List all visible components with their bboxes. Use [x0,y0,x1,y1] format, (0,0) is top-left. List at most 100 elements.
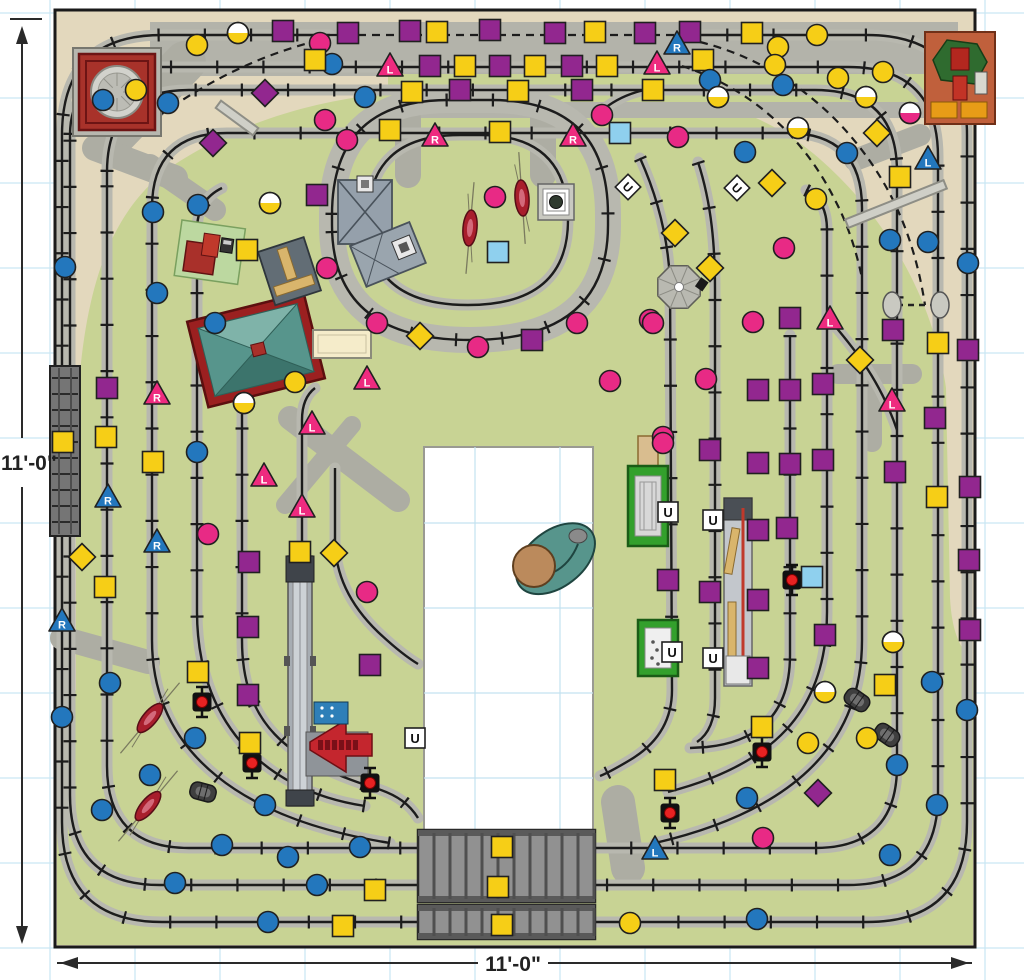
svg-text:R: R [153,393,161,405]
marker-block [695,253,725,283]
marker-block [315,256,339,280]
marker-block [365,311,389,335]
operator-pit [423,446,594,836]
marker-block [920,670,944,694]
marker-block [94,425,118,449]
marker-block [276,845,300,869]
marker-block [750,715,774,739]
marker-block [772,236,796,260]
marker-block [878,843,902,867]
marker-block [958,618,982,642]
marker-block [67,542,97,572]
marker-block [595,54,619,78]
dimension-width-label: 11'-0" [485,953,541,976]
marker-block [786,116,810,140]
marker-block [358,653,382,677]
signal-icon [192,685,212,719]
marker-block [733,140,757,164]
marker-block [811,448,835,472]
signal-icon [660,796,680,830]
svg-text:R: R [153,541,161,553]
marker-block [873,673,897,697]
marker-block [745,907,769,931]
marker-block [854,85,878,109]
marker-block [271,19,295,43]
marker-block [235,238,259,262]
marker-block [486,875,510,899]
marker-block [888,165,912,189]
marker-block [138,763,162,787]
marker-block [336,21,360,45]
svg-text:R: R [58,620,66,632]
marker-block [583,20,607,44]
marker-turnout-L: L [288,493,316,518]
dimension-annotations: 11'-0" 11'-0" [1,18,972,976]
marker-block [93,575,117,599]
marker-block [746,378,770,402]
marker-block [771,73,795,97]
marker-block [305,873,329,897]
marker-block [353,85,377,109]
marker-block [250,78,280,108]
marker-block [898,101,922,125]
marker-turnout-L: L [878,387,906,412]
marker-block [488,120,512,144]
marker-block [881,318,905,342]
svg-text:U: U [708,513,717,528]
marker-block [796,731,820,755]
marker-block [398,19,422,43]
marker-block [955,698,979,722]
marker-block [203,311,227,335]
svg-text:L: L [827,318,834,330]
marker-turnout-L: L [376,52,404,77]
marker-block [198,128,228,158]
marker-block [363,878,387,902]
marker-uncoupler: U [702,509,724,531]
bldgx2-icon [348,220,427,288]
svg-text:L: L [299,506,306,518]
marker-block [483,185,507,209]
marker-block [185,440,209,464]
signal-icon [752,735,772,769]
marker-block [813,623,837,647]
marker-block [156,91,180,115]
marker-block [862,118,892,148]
marker-block [956,251,980,275]
marker-block [141,200,165,224]
marker-block [916,230,940,254]
marker-block [348,835,372,859]
marker-block [691,48,715,72]
raft-icon [873,722,901,748]
marker-block [237,550,261,574]
marker-block [283,370,307,394]
marker-block [400,80,424,104]
marker-block [813,680,837,704]
marker-block [651,431,675,455]
svg-text:L: L [309,423,316,435]
marker-block [331,914,355,938]
marker-block [925,793,949,817]
marker-block [570,78,594,102]
marker-block [51,430,75,454]
marker-block [486,240,510,264]
marker-block [50,705,74,729]
svg-text:L: L [652,848,659,860]
marker-block [598,369,622,393]
marker-block [883,460,907,484]
marker-uncoupler: U [702,647,724,669]
marker-block [236,615,260,639]
marker-block [763,53,787,77]
marker-block [560,54,584,78]
marker-turnout-L: L [250,462,278,487]
marker-block [258,191,282,215]
marker-block [305,183,329,207]
marker-block [641,78,665,102]
marker-block [90,798,114,822]
marker-block [746,588,770,612]
marker-block [425,20,449,44]
marker-turnout-L: L [643,50,671,75]
marker-block [523,54,547,78]
marker-block [740,21,764,45]
